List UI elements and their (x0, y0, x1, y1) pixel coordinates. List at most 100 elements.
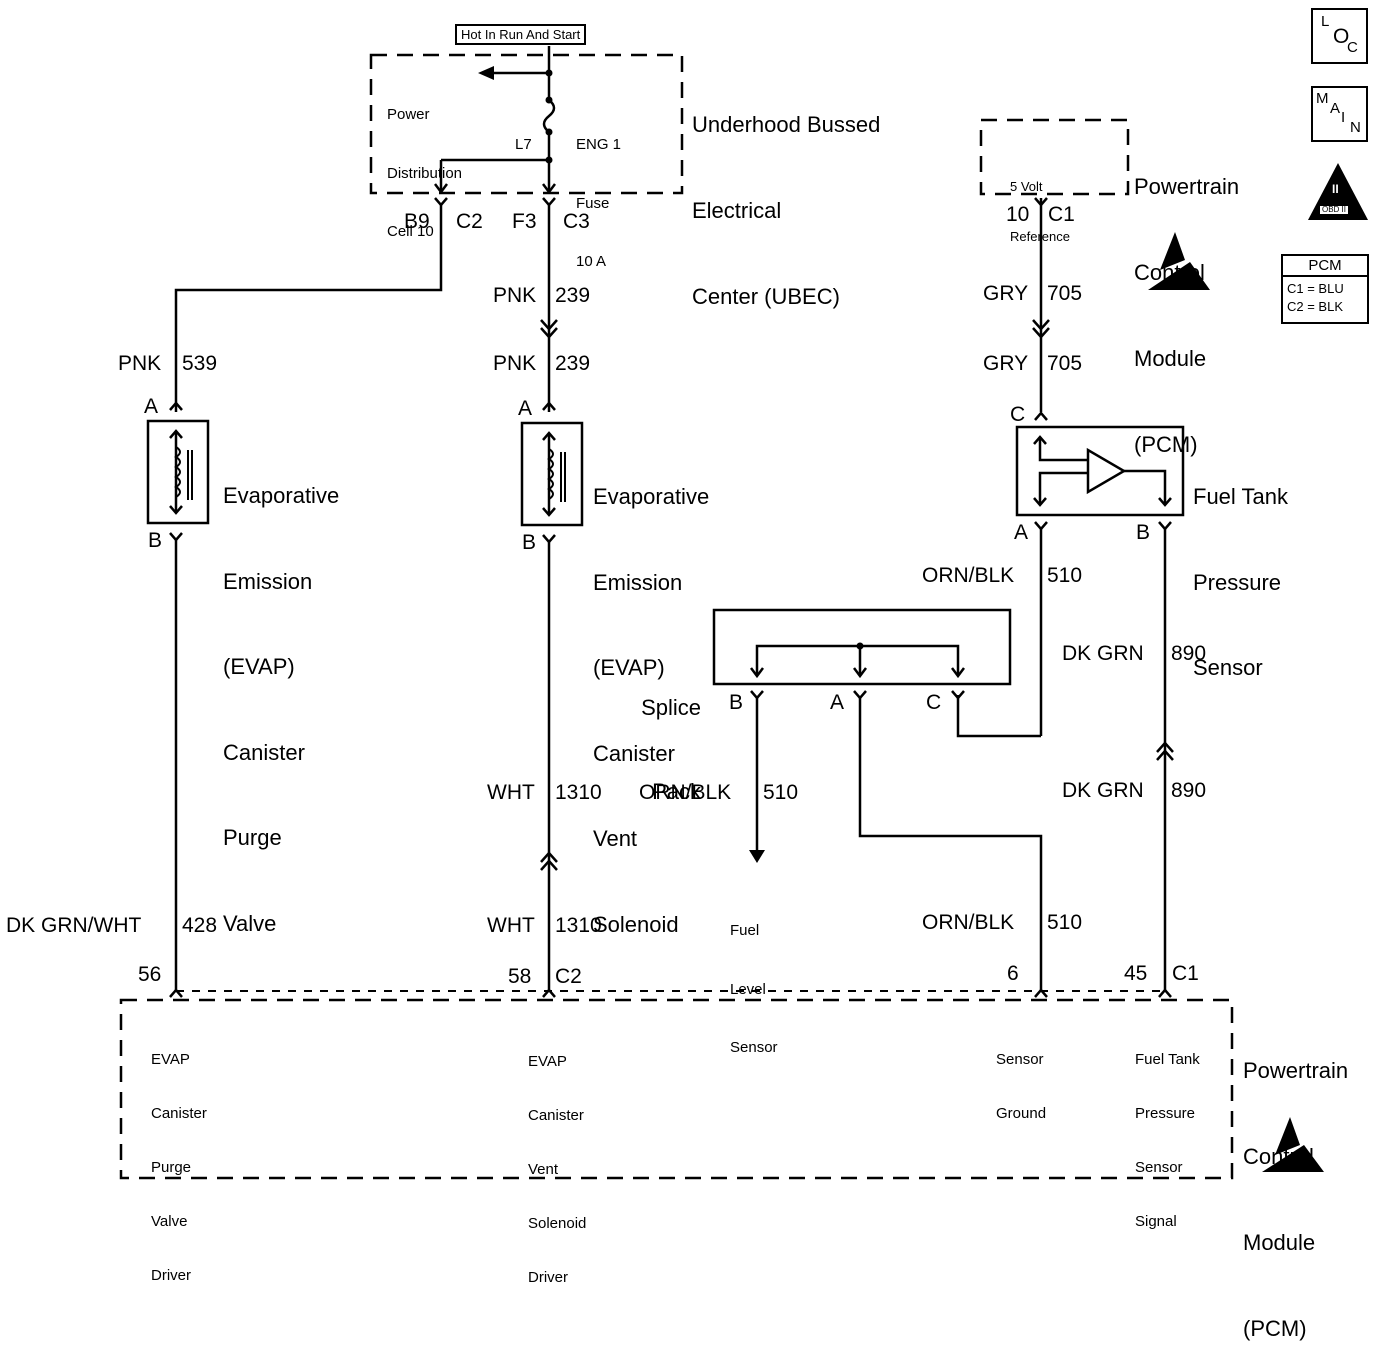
ftp-pin-a: A (1014, 521, 1029, 544)
name-line: Fuel Tank (1193, 484, 1288, 509)
wire-890-color: DK GRN (1062, 779, 1144, 802)
wire-705-circuit: 705 (1047, 282, 1083, 305)
name-line: Canister (593, 740, 675, 766)
wire-428-circuit: 428 (182, 914, 218, 937)
main-letter: I (1341, 109, 1346, 126)
desc-line: Vent (528, 1161, 559, 1178)
wire-510-circuit: 510 (763, 781, 799, 804)
splice-pack-label: Splice Pack (629, 638, 701, 834)
ftp-sensor-box (1015, 425, 1185, 517)
splice-pack-box (712, 608, 1012, 686)
wire-539-circuit: 539 (182, 352, 218, 375)
name-line: Evaporative (593, 484, 710, 509)
inline-connector-890 (1156, 741, 1174, 761)
name-line: Solenoid (593, 911, 679, 937)
ubec-conn-c2: C2 (456, 210, 483, 233)
name-line: Purge (223, 825, 282, 850)
pdc-arrow-icon (478, 66, 494, 80)
obd-roman: II (1332, 182, 1339, 196)
ubec-title-line: Underhood Bussed (692, 112, 881, 138)
fuel-level-sensor-label: Fuel Level Sensor (730, 882, 778, 1077)
name-line: Sensor (1193, 655, 1263, 680)
name-line: Splice (641, 695, 701, 720)
name-line: Pressure (1193, 569, 1282, 595)
wire-1310-circuit: 1310 (555, 781, 602, 804)
wire-510-circuit: 510 (1047, 564, 1083, 587)
desc-line: Valve (151, 1213, 188, 1230)
splice-pin-b: B (729, 691, 744, 714)
pdc-line: Cell 10 (387, 223, 434, 240)
wire-539-color: PNK (118, 352, 162, 375)
desc-line: Sensor (996, 1051, 1044, 1068)
name-line: Fuel (730, 922, 760, 939)
purge-valve-box (146, 419, 210, 525)
fuse-label: ENG 1 Fuse 10 A (576, 96, 621, 291)
pcm-title-line: (PCM) (1134, 431, 1198, 457)
desc-line: Purge (151, 1159, 192, 1176)
pdc-label: Power Distribution Cell 10 (387, 66, 462, 261)
wire-510-splice-c (956, 695, 1041, 738)
pcm-table-title: PCM (1283, 258, 1367, 277)
pcm-title-line: Module (1134, 345, 1207, 371)
pcm-title-line: Control (1243, 1143, 1314, 1169)
pcm-table-row: C1 = BLU (1287, 281, 1344, 296)
main-letter: N (1350, 119, 1361, 136)
obd-label: OBD II (1320, 205, 1349, 214)
ftp-sensor-label: Fuel Tank Pressure Sensor (1193, 426, 1288, 711)
pcm-top-pin: 10 (1006, 203, 1030, 226)
ubec-box (369, 53, 684, 195)
wire-239-circuit: 239 (555, 284, 591, 307)
pcm-bottom-title: Powertrain Control Module (PCM) (1243, 1000, 1348, 1372)
vent-pin-a: A (518, 397, 533, 420)
name-line: Valve (223, 910, 277, 936)
main-icon[interactable]: M A I N (1311, 86, 1368, 142)
pcm-pin-58: 58 (508, 965, 532, 988)
ubec-pin-f3: F3 (512, 210, 537, 233)
name-line: (EVAP) (223, 654, 295, 679)
wire-239-color: PNK (493, 284, 537, 307)
pcm-title-line: Powertrain (1134, 174, 1240, 200)
vent-solenoid-label: Evaporative Emission (EVAP) Canister Ven… (593, 426, 709, 968)
pcm-bottom-box (119, 998, 1234, 1180)
loc-icon[interactable]: L O C (1311, 8, 1368, 64)
name-line: Pack (652, 779, 701, 804)
pcm-pin-6-desc: Sensor Ground (996, 1015, 1046, 1141)
desc-line: Canister (528, 1107, 584, 1124)
splice-pin-a: A (830, 691, 845, 714)
pcm-pin-45-desc: Fuel Tank Pressure Sensor Signal (1135, 1015, 1200, 1249)
loc-letter: L (1321, 13, 1330, 30)
wire-428-color: DK GRN/WHT (6, 914, 142, 937)
fuse-line: Fuse (576, 194, 610, 212)
pdc-line: Distribution (387, 164, 463, 182)
pcm-title-line: (PCM) (1243, 1315, 1307, 1341)
fuse-line: ENG 1 (576, 136, 622, 153)
name-line: Sensor (730, 1039, 778, 1056)
pcm-connector-table: PCM C1 = BLU C2 = BLK (1281, 254, 1369, 324)
wire-510-circuit: 510 (1047, 911, 1083, 934)
pcm-pin-56: 56 (138, 963, 162, 986)
purge-pin-a: A (144, 395, 159, 418)
pdc-line: Power (387, 106, 430, 123)
inline-connector-239 (540, 319, 558, 339)
desc-line: Solenoid (528, 1215, 587, 1232)
ref-line: 5 Volt (1010, 178, 1043, 194)
desc-line: Ground (996, 1105, 1047, 1122)
esd-icon-top (1148, 232, 1210, 290)
wire-705-color: GRY (983, 352, 1029, 375)
name-line: (EVAP) (593, 655, 665, 680)
fuse-line: 10 A (576, 253, 607, 270)
wiring-diagram (119, 46, 1368, 1180)
wire-539 (174, 205, 443, 412)
name-line: Evaporative (223, 483, 340, 508)
inline-connector-705 (1032, 319, 1050, 339)
pcm-conn-c2: C2 (555, 965, 582, 988)
obd-ii-icon (1308, 163, 1368, 220)
pcm-title-line: Control (1134, 259, 1205, 285)
name-line: Vent (593, 826, 638, 851)
loc-letter: O (1333, 25, 1350, 48)
pcm-pin-6: 6 (1007, 962, 1019, 985)
wire-705-circuit: 705 (1047, 352, 1083, 375)
name-line: Level (730, 980, 766, 998)
ftp-pin-b: B (1136, 521, 1151, 544)
wire-890-circuit: 890 (1171, 642, 1207, 665)
